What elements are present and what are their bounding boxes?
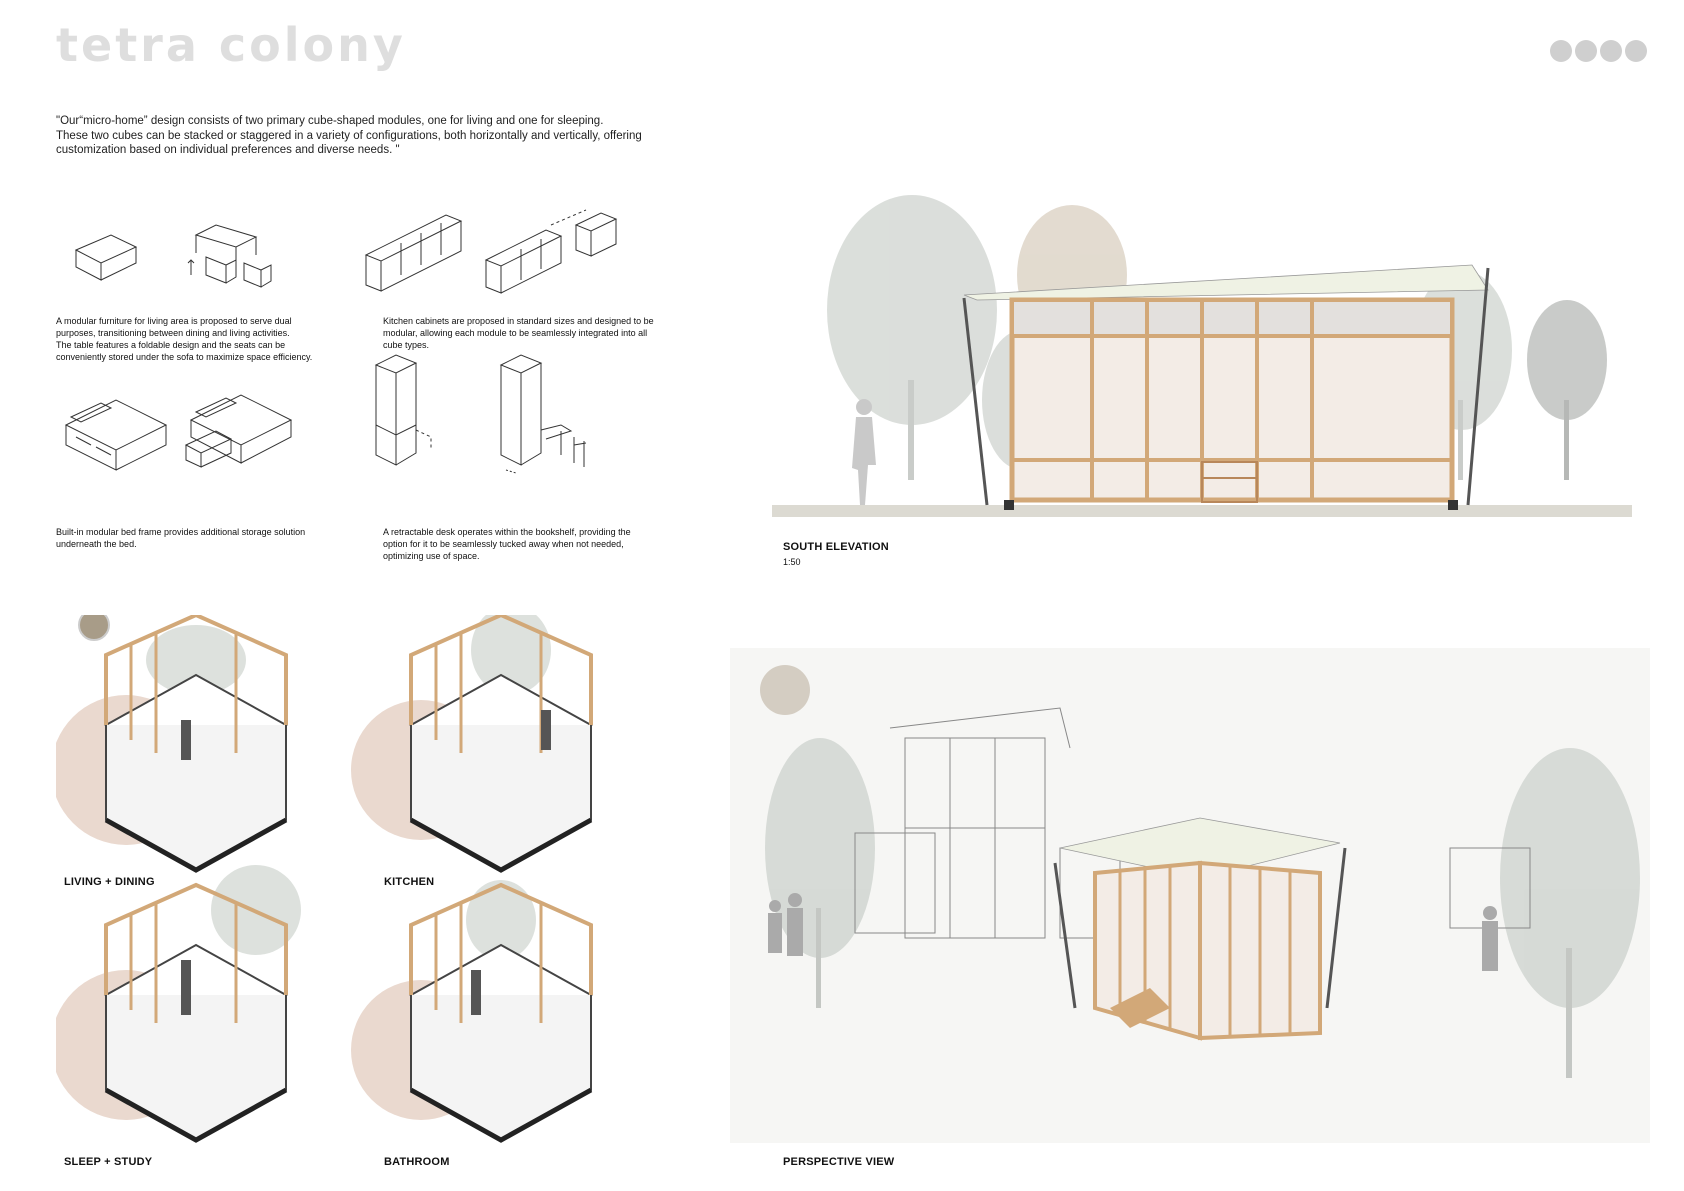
perspective-view-drawing xyxy=(730,648,1650,1143)
caption-line: purposes, transitioning between dining a… xyxy=(56,328,290,338)
page-dot xyxy=(1575,40,1597,62)
perspective-house xyxy=(1053,847,1347,1041)
caption-line: A retractable desk operates within the b… xyxy=(383,527,631,537)
room-axonometrics xyxy=(56,615,676,1155)
canopy-pole xyxy=(1466,267,1490,506)
caption-line: underneath the bed. xyxy=(56,539,137,549)
canopy-pole xyxy=(962,297,989,506)
scale-label: 1:50 xyxy=(783,557,801,567)
caption-line: cube types. xyxy=(383,340,430,350)
caption-bed-frame: Built-in modular bed frame provides addi… xyxy=(56,526,331,550)
bathroom-cube xyxy=(351,880,591,1140)
intro-text: "Our“micro-home” design consists of two … xyxy=(56,114,696,158)
page-dot xyxy=(1625,40,1647,62)
caption-line: optimizing use of space. xyxy=(383,551,480,561)
caption-retractable-desk: A retractable desk operates within the b… xyxy=(383,526,673,562)
intro-line: customization based on individual prefer… xyxy=(56,144,400,156)
intro-line: "Our“micro-home” design consists of two … xyxy=(56,115,604,127)
kitchen-cube xyxy=(351,615,591,870)
page-dot xyxy=(1550,40,1572,62)
furniture-diagrams xyxy=(64,209,618,474)
bookshelf-desk-diagram xyxy=(374,354,587,474)
caption-line: Kitchen cabinets are proposed in standar… xyxy=(383,316,654,326)
page-indicator xyxy=(1550,40,1647,62)
bathroom-label: BATHROOM xyxy=(384,1156,450,1168)
roof-canopy xyxy=(963,264,1489,301)
bed-diagram xyxy=(64,394,293,471)
kitchen-label: KITCHEN xyxy=(384,876,435,888)
caption-line: conveniently stored under the sofa to ma… xyxy=(56,352,313,362)
living-dining-label: LIVING + DINING xyxy=(64,876,155,888)
perspective-view-label: PERSPECTIVE VIEW xyxy=(783,1156,895,1168)
south-elevation-drawing xyxy=(772,195,1632,517)
sleep-study-cube xyxy=(56,865,301,1140)
house-facade xyxy=(1004,297,1458,510)
people-silhouettes xyxy=(768,893,1498,971)
page-dot xyxy=(1600,40,1622,62)
caption-line: Built-in modular bed frame provides addi… xyxy=(56,527,306,537)
caption-line: option for it to be seamlessly tucked aw… xyxy=(383,539,624,549)
caption-line: modular, allowing each module to be seam… xyxy=(383,328,648,338)
caption-kitchen-cabinets: Kitchen cabinets are proposed in standar… xyxy=(383,315,673,351)
ground-line xyxy=(772,505,1632,517)
intro-line: These two cubes can be stacked or stagge… xyxy=(56,129,642,142)
person-silhouette xyxy=(852,399,876,505)
page-title: tetra colony xyxy=(56,18,406,72)
caption-living-furniture: A modular furniture for living area is p… xyxy=(56,315,331,363)
sun-disc xyxy=(760,665,810,715)
sleep-study-label: SLEEP + STUDY xyxy=(64,1156,153,1168)
sofa-table-diagram xyxy=(74,224,272,288)
kitchen-cabinets-diagram xyxy=(364,209,618,294)
living-dining-cube xyxy=(56,615,286,870)
caption-line: A modular furniture for living area is p… xyxy=(56,316,292,326)
south-elevation-label: SOUTH ELEVATION xyxy=(783,541,889,553)
caption-line: The table features a foldable design and… xyxy=(56,340,286,350)
